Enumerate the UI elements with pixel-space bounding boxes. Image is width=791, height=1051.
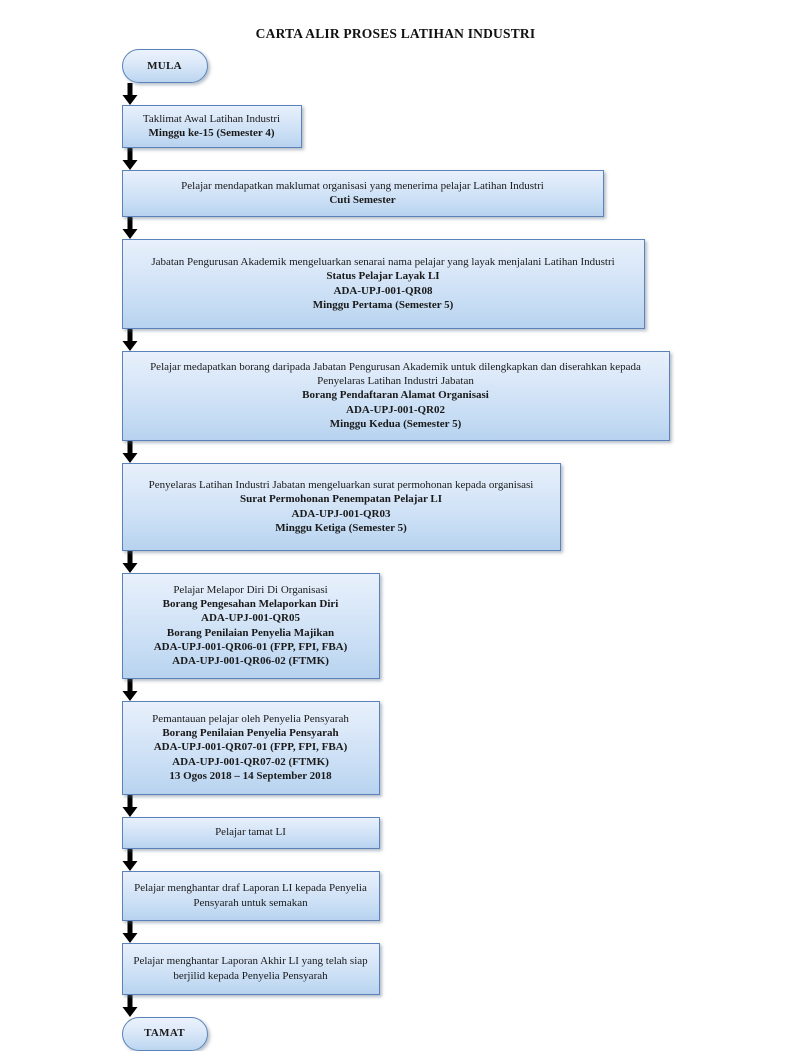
node-melapor-diri-organisasi-line-2: Borang Pengesahan Melaporkan Diri: [162, 598, 339, 610]
connector-arrow-6: [122, 550, 138, 573]
node-melapor-diri-organisasi-line-3: ADA-UPJ-001-QR05: [201, 612, 300, 625]
node-maklumat-organisasi: Pelajar mendapatkan maklumat organisasi …: [121, 169, 604, 217]
connector-arrow-9: [122, 848, 138, 871]
node-senarai-pelajar-layak: Jabatan Pengurusan Akademik mengeluarkan…: [121, 238, 645, 329]
connector-arrow-5: [122, 440, 138, 463]
node-mula-line-1: MULA: [147, 59, 182, 72]
node-melapor-diri-organisasi-line-4: Borang Penilaian Penyelia Majikan: [166, 626, 335, 639]
connector-arrow-1: [122, 83, 138, 105]
node-draf-laporan-li: Pelajar menghantar draf Laporan LI kepad…: [121, 870, 380, 921]
connector-arrow-4: [122, 328, 138, 351]
node-pelajar-tamat-li-line-1: Pelajar tamat LI: [215, 826, 286, 839]
connector-arrow-10: [122, 920, 138, 943]
node-maklumat-organisasi-line-1: Pelajar mendapatkan maklumat organisasi …: [181, 179, 544, 192]
node-borang-pendaftaran-alamat-line-2: Borang Pendaftaran Alamat Organisasi: [302, 389, 489, 402]
node-tamat: TAMAT: [121, 1016, 208, 1051]
node-taklimat-awal-line-1: Taklimat Awal Latihan Industri: [142, 113, 281, 125]
node-borang-pendaftaran-alamat-line-3: ADA-UPJ-001-QR02: [346, 403, 445, 416]
node-maklumat-organisasi-line-2: Cuti Semester: [329, 194, 396, 207]
connector-arrow-3: [122, 216, 138, 239]
node-pemantauan-penyelia-pensyarah: Pemantauan pelajar oleh Penyelia Pensyar…: [121, 700, 380, 795]
node-surat-permohonan-organisasi-line-1: Penyelaras Latihan Industri Jabatan meng…: [148, 479, 534, 491]
node-pemantauan-penyelia-pensyarah-line-4: ADA-UPJ-001-QR07-02 (FTMK): [172, 755, 329, 768]
node-pemantauan-penyelia-pensyarah-line-3: ADA-UPJ-001-QR07-01 (FPP, FPI, FBA): [153, 741, 348, 754]
node-senarai-pelajar-layak-line-4: Minggu Pertama (Semester 5): [312, 298, 454, 311]
node-melapor-diri-organisasi-line-5: ADA-UPJ-001-QR06-01 (FPP, FPI, FBA): [153, 640, 348, 653]
node-tamat-line-1: TAMAT: [144, 1027, 185, 1040]
node-taklimat-awal-line-2: Minggu ke-15 (Semester 4): [148, 127, 275, 140]
node-draf-laporan-li-line-1: Pelajar menghantar draf Laporan LI kepad…: [134, 882, 367, 909]
node-surat-permohonan-organisasi-line-3: ADA-UPJ-001-QR03: [291, 507, 391, 520]
node-senarai-pelajar-layak-line-2: Status Pelajar Layak LI: [326, 270, 440, 283]
node-pemantauan-penyelia-pensyarah-line-2: Borang Penilaian Penyelia Pensyarah: [162, 727, 339, 740]
node-melapor-diri-organisasi-line-1: Pelajar Melapor Diri Di Organisasi: [173, 583, 328, 596]
node-mula: MULA: [121, 49, 208, 83]
connector-arrow-2: [122, 147, 138, 170]
node-surat-permohonan-organisasi: Penyelaras Latihan Industri Jabatan meng…: [121, 462, 561, 551]
node-pelajar-tamat-li: Pelajar tamat LI: [121, 816, 380, 849]
connector-arrow-7: [122, 678, 138, 701]
node-borang-pendaftaran-alamat: Pelajar medapatkan borang daripada Jabat…: [121, 350, 670, 441]
flowchart: CARTA ALIR PROSES LATIHAN INDUSTRI MULA T…: [121, 26, 670, 1051]
node-surat-permohonan-organisasi-line-2: Surat Permohonan Penempatan Pelajar LI: [239, 493, 443, 506]
page-title: CARTA ALIR PROSES LATIHAN INDUSTRI: [255, 26, 536, 41]
node-surat-permohonan-organisasi-line-4: Minggu Ketiga (Semester 5): [275, 521, 407, 534]
connector-arrow-8: [122, 794, 138, 817]
node-laporan-akhir-li-line-1: Pelajar menghantar Laporan Akhir LI yang…: [133, 955, 368, 982]
node-senarai-pelajar-layak-line-1: Jabatan Pengurusan Akademik mengeluarkan…: [151, 256, 615, 268]
node-pemantauan-penyelia-pensyarah-line-1: Pemantauan pelajar oleh Penyelia Pensyar…: [152, 712, 349, 725]
node-borang-pendaftaran-alamat-line-4: Minggu Kedua (Semester 5): [329, 418, 462, 431]
node-melapor-diri-organisasi-line-6: ADA-UPJ-001-QR06-02 (FTMK): [172, 655, 329, 668]
node-laporan-akhir-li: Pelajar menghantar Laporan Akhir LI yang…: [121, 942, 380, 995]
node-senarai-pelajar-layak-line-3: ADA-UPJ-001-QR08: [333, 284, 433, 297]
node-borang-pendaftaran-alamat-line-1: Pelajar medapatkan borang daripada Jabat…: [150, 360, 641, 388]
connector-arrow-11: [122, 994, 138, 1017]
node-pemantauan-penyelia-pensyarah-line-5: 13 Ogos 2018 – 14 September 2018: [169, 770, 332, 783]
